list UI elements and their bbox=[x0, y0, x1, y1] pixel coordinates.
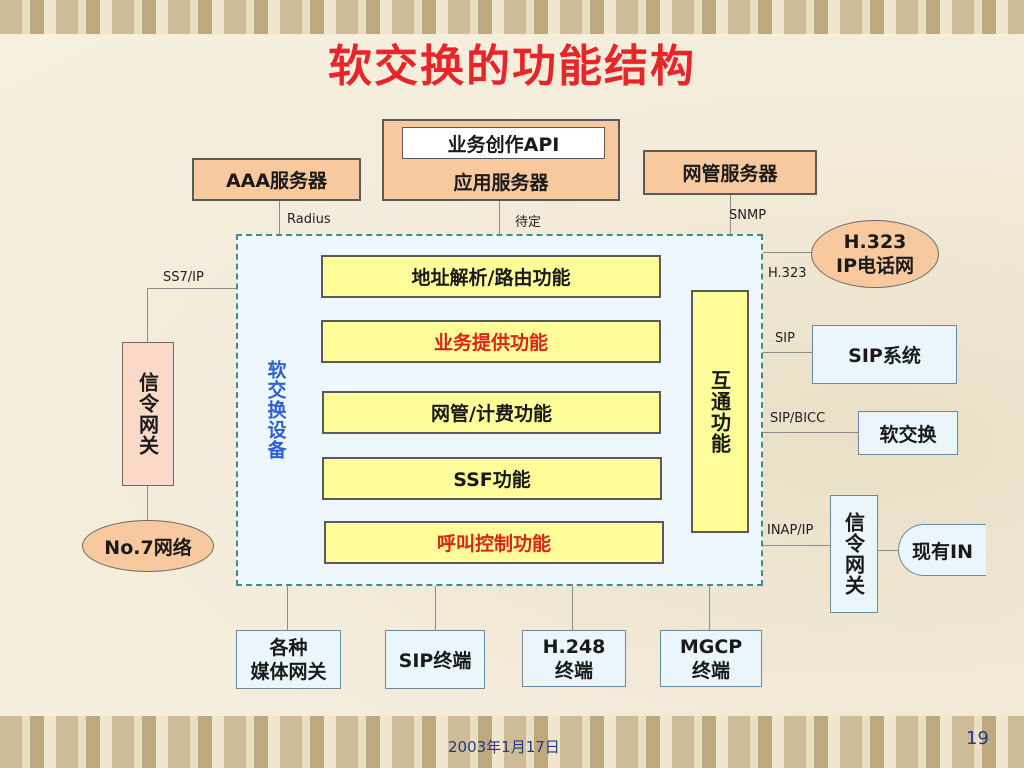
line-h248 bbox=[572, 586, 573, 630]
func-service-provision: 业务提供功能 bbox=[321, 320, 661, 363]
other-softswitch: 软交换 bbox=[858, 411, 958, 455]
nms-server: 网管服务器 bbox=[643, 150, 817, 195]
line-mgcp bbox=[709, 586, 710, 630]
page-number: 19 bbox=[966, 728, 989, 749]
h248-line2: 终端 bbox=[554, 659, 593, 682]
h323-network-line1: H.323 bbox=[843, 231, 907, 253]
label-inapip: INAP/IP bbox=[767, 523, 814, 538]
h323-network-line2: IP电话网 bbox=[836, 255, 914, 277]
line-h323 bbox=[762, 252, 814, 253]
label-sip: SIP bbox=[775, 331, 795, 346]
left-signaling-gateway: 信令网关 bbox=[122, 342, 174, 486]
mgcp-line2: 终端 bbox=[691, 659, 730, 682]
softswitch-device-label: 软交换设备 bbox=[264, 360, 287, 460]
top-decor-band bbox=[0, 0, 1024, 34]
sip-terminal: SIP终端 bbox=[385, 630, 485, 689]
func-interworking: 互通功能 bbox=[691, 290, 749, 533]
h248-terminal: H.248 终端 bbox=[522, 630, 626, 687]
line-ss7-h bbox=[147, 288, 237, 289]
aaa-server: AAA服务器 bbox=[192, 158, 361, 201]
label-ss7ip: SS7/IP bbox=[163, 270, 204, 285]
line-sip bbox=[762, 352, 812, 353]
line-ss7-v bbox=[147, 288, 148, 342]
label-h323: H.323 bbox=[768, 266, 807, 281]
line-sipbicc bbox=[762, 432, 858, 433]
line-nms bbox=[730, 195, 731, 235]
media-gateways-line2: 媒体网关 bbox=[250, 660, 327, 683]
existing-in: 现有IN bbox=[898, 524, 986, 576]
func-address-routing: 地址解析/路由功能 bbox=[321, 255, 661, 298]
no7-network: No.7网络 bbox=[82, 520, 214, 572]
h248-line1: H.248 bbox=[542, 635, 606, 658]
label-snmp: SNMP bbox=[729, 208, 767, 223]
label-radius: Radius bbox=[287, 212, 331, 227]
func-ssf: SSF功能 bbox=[322, 457, 662, 500]
media-gateways: 各种 媒体网关 bbox=[236, 630, 341, 689]
service-api-box: 业务创作API bbox=[402, 127, 605, 159]
line-no7 bbox=[147, 486, 148, 520]
line-aaa bbox=[279, 199, 280, 235]
sip-system: SIP系统 bbox=[812, 325, 957, 384]
app-server-label: 应用服务器 bbox=[453, 171, 549, 194]
line-sipterm bbox=[435, 586, 436, 630]
line-inap bbox=[762, 545, 830, 546]
bottom-decor-band bbox=[0, 716, 1024, 768]
func-nms-billing: 网管/计费功能 bbox=[322, 391, 661, 434]
footer-date: 2003年1月17日 bbox=[448, 738, 560, 756]
right-signaling-gateway: 信令网关 bbox=[830, 495, 878, 613]
line-in bbox=[878, 550, 898, 551]
line-media bbox=[287, 586, 288, 630]
mgcp-terminal: MGCP 终端 bbox=[660, 630, 762, 687]
h323-ip-phone-network: H.323 IP电话网 bbox=[811, 220, 939, 288]
slide-title: 软交换的功能结构 bbox=[328, 41, 696, 92]
line-app bbox=[499, 201, 500, 235]
func-call-control: 呼叫控制功能 bbox=[324, 521, 664, 564]
media-gateways-line1: 各种 bbox=[269, 636, 308, 659]
mgcp-line1: MGCP bbox=[679, 635, 743, 658]
label-sipbicc: SIP/BICC bbox=[770, 411, 826, 426]
label-pending: 待定 bbox=[515, 215, 542, 230]
